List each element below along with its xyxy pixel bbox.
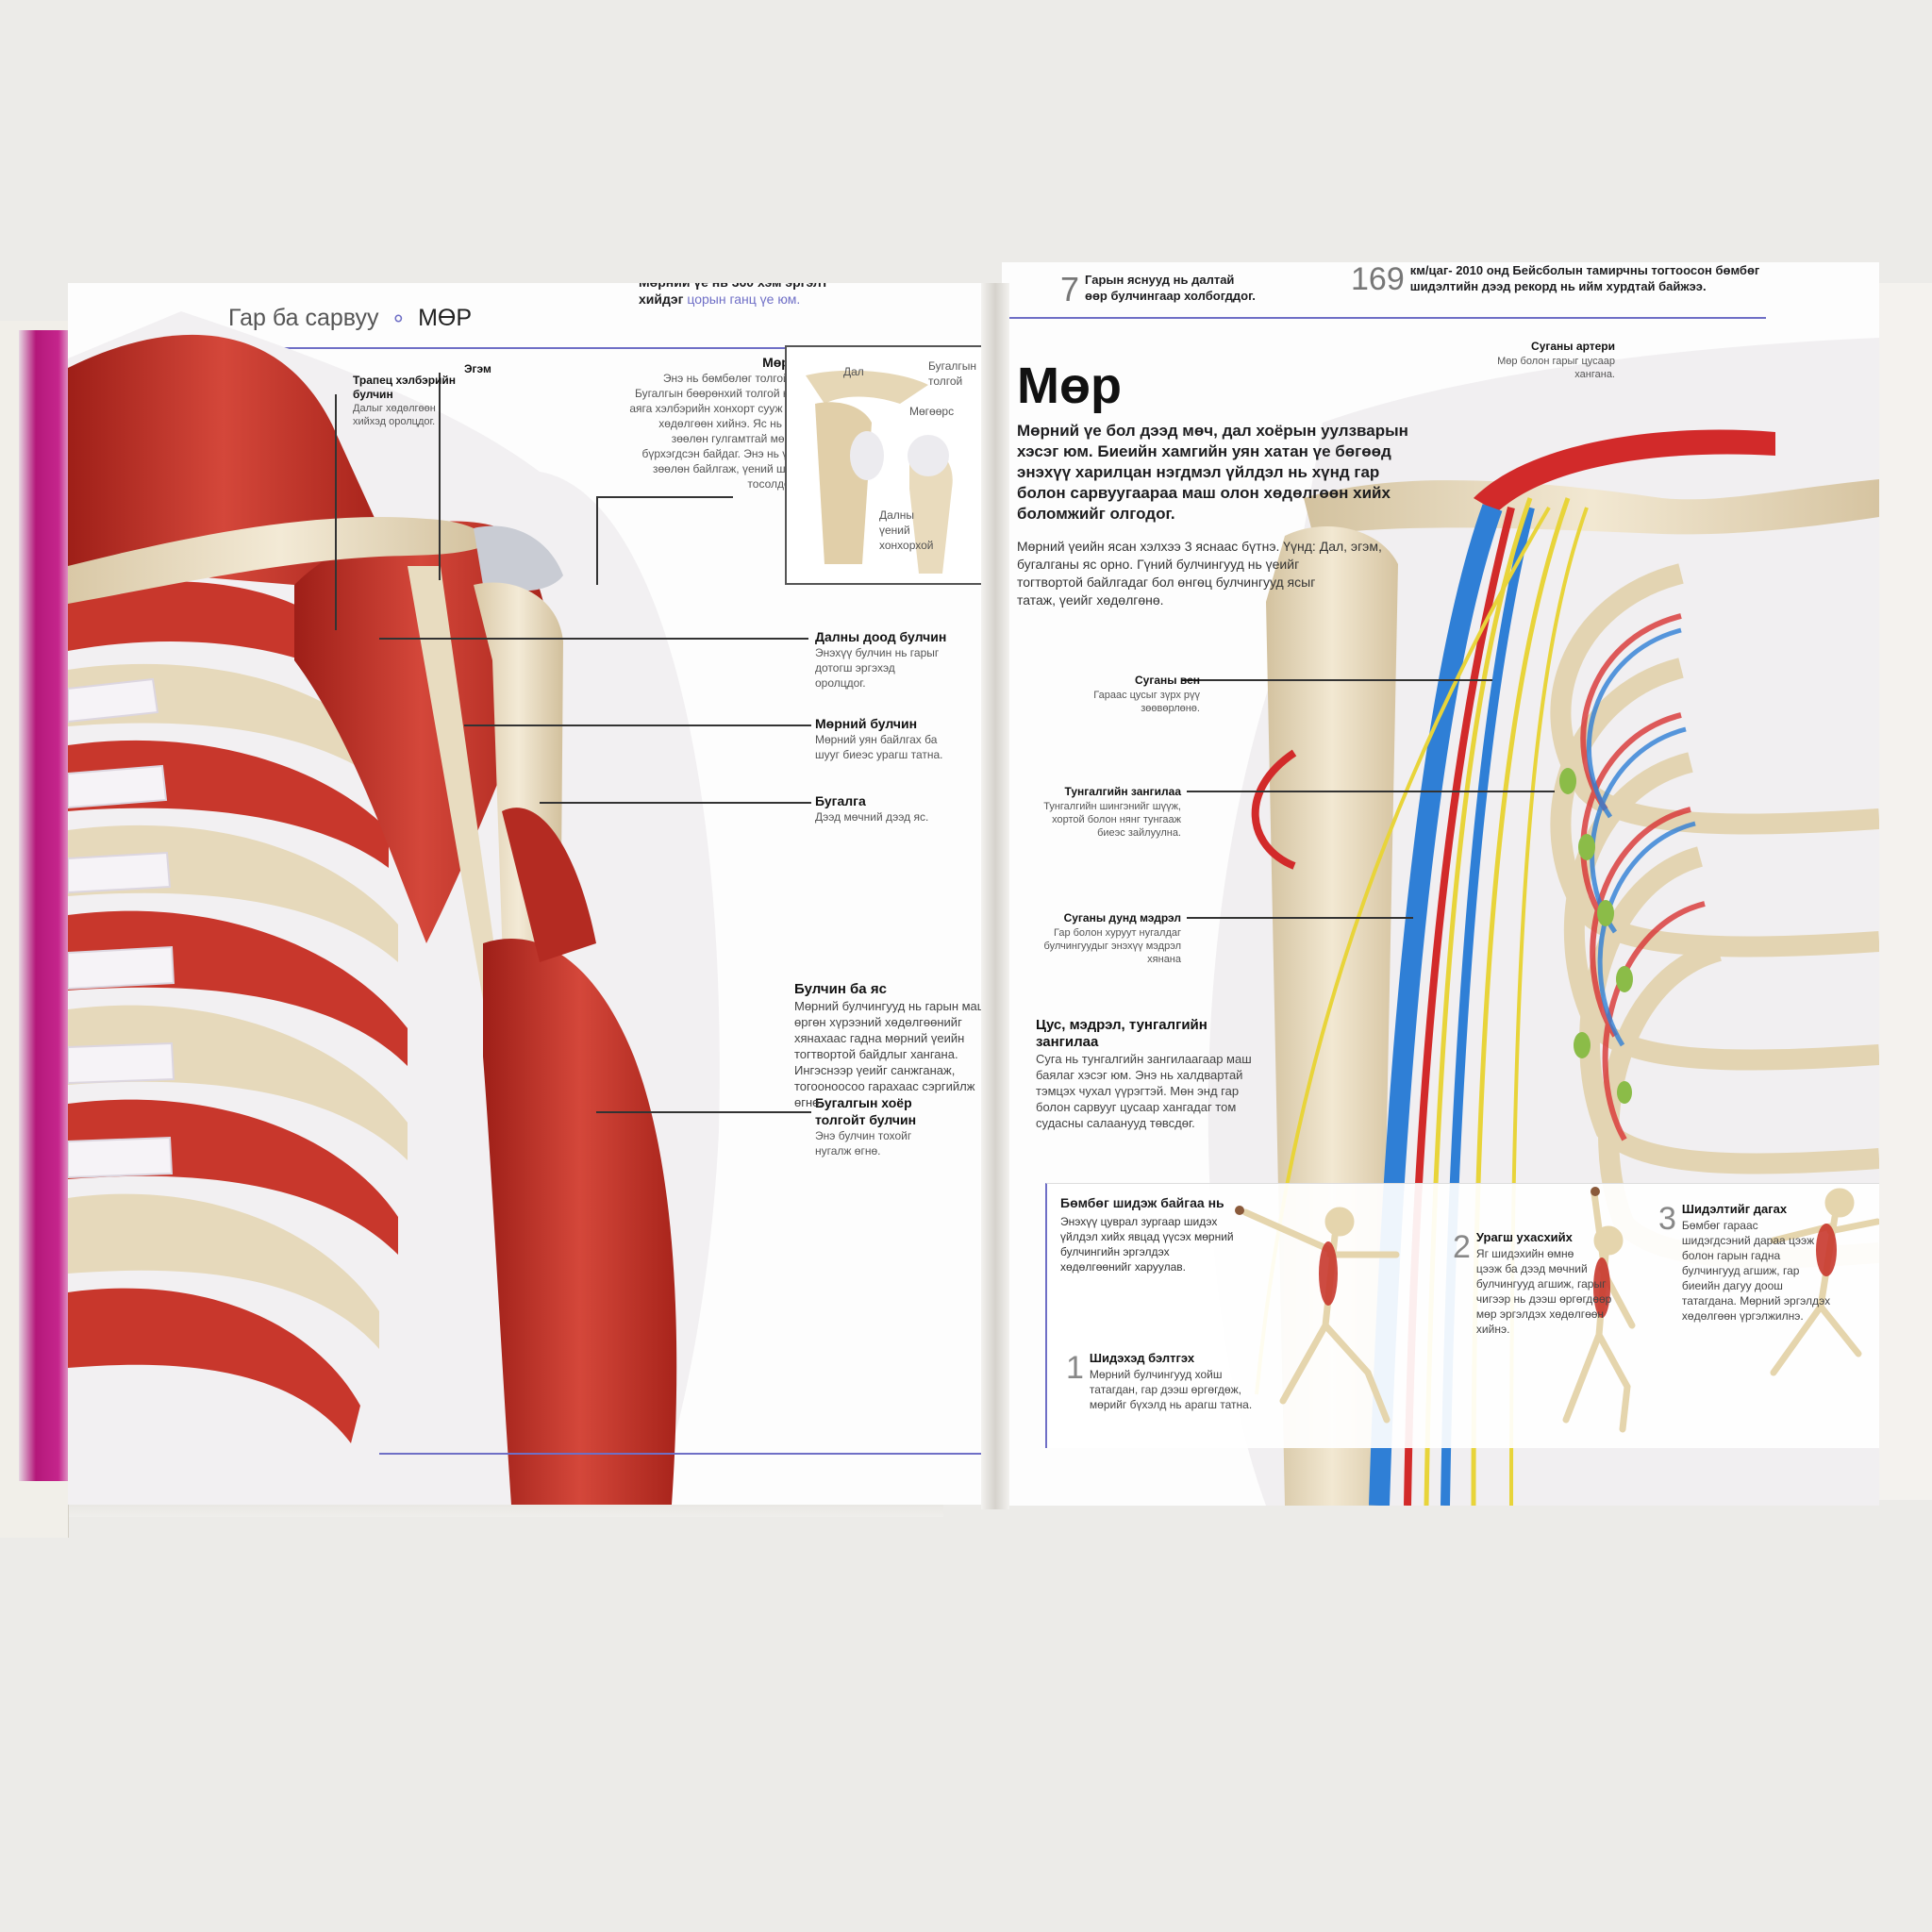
bottom-rule bbox=[379, 1453, 992, 1455]
right-page: 7 Гарын яснууд нь далтай өөр булчингаар … bbox=[1002, 262, 1879, 1506]
throw-sequence-box: Бөмбөг шидэж байгаа нь Энэхүү цуврал зур… bbox=[1045, 1183, 1879, 1448]
throw-intro: Энэхүү цуврал зургаар шидэх үйлдэл хийх … bbox=[1060, 1215, 1234, 1274]
body-text: Мөрний үеийн ясан хэлхээ 3 яснаас бүтнэ.… bbox=[1017, 539, 1382, 608]
label-humerus: Бугалга Дээд мөчний дээд яс. bbox=[815, 793, 929, 824]
breadcrumb: Гар ба сарвуу ∘ МӨР bbox=[228, 304, 472, 332]
inset-illustration bbox=[806, 370, 953, 574]
label-clavicle: Эгэм bbox=[464, 362, 491, 375]
leader-joint-v bbox=[596, 496, 598, 585]
inset-label-cartilage: Мөгөөрс bbox=[909, 405, 955, 418]
fact-1: 7 Гарын яснууд нь далтай өөр булчингаар … bbox=[1060, 270, 1256, 308]
muscles-bones-box: Булчин ба яс Мөрний булчингууд нь гарын … bbox=[794, 981, 992, 1110]
book-edge-right bbox=[1877, 283, 1932, 1500]
label-nerve: Суганы дунд мэдрэл Гар болон хуруут нуга… bbox=[1043, 911, 1181, 965]
label-subscapularis: Далны доод булчин Энэхүү булчин нь гарыг… bbox=[815, 629, 947, 690]
leader-lymph bbox=[1187, 791, 1555, 792]
throw-figures bbox=[1235, 1187, 1879, 1433]
header-rule-right bbox=[1002, 317, 1766, 319]
label-artery: Суганы артери Мөр болон гарыг цусаар хан… bbox=[1497, 340, 1615, 380]
breadcrumb-topic: МӨР bbox=[418, 305, 473, 331]
leader-subscapularis bbox=[379, 638, 808, 640]
blood-nerve-box: Цус, мэдрэл, тунгалгийн зангилаа Суга нь… bbox=[1036, 1017, 1252, 1130]
label-biceps: Бугалгын хоёр толгойт булчин Энэ булчин … bbox=[815, 1095, 917, 1158]
fact-1-number: 7 bbox=[1060, 270, 1080, 308]
breadcrumb-section[interactable]: Гар ба сарвуу bbox=[228, 305, 379, 331]
breadcrumb-separator: ∘ bbox=[391, 305, 407, 331]
shoulder-muscle-illustration bbox=[68, 311, 720, 1505]
inset-label-humerus-head: Бугалгын толгой bbox=[928, 359, 977, 388]
throw-title: Бөмбөг шидэж байгаа нь bbox=[1060, 1195, 1224, 1210]
joint-inset: Дал Бугалгын толгой Мөгөөрс Далны үений … bbox=[785, 345, 987, 585]
label-trapezius: Трапец хэлбэрийн булчин Далыг хөдөлгөөн … bbox=[353, 374, 457, 427]
fact-box: Мөрний үе нь 360 хэм эргэлт хийдэг цорын… bbox=[639, 283, 941, 308]
fact-2-number: 169 bbox=[1351, 262, 1405, 297]
fact-2: 169 км/цаг- 2010 онд Бейсболын тамирчны … bbox=[1351, 262, 1760, 297]
label-lymph: Тунгалгийн зангилаа Тунгалгийн шингэнийг… bbox=[1043, 785, 1181, 839]
fact-line-2: хийдэг цорын ганц үе юм. bbox=[639, 291, 801, 307]
page-stack-magenta bbox=[19, 330, 75, 1481]
leader-deltoid bbox=[464, 724, 811, 726]
intro-text: Мөрний үе бол дээд мөч, дал хоёрын уулзв… bbox=[1017, 422, 1408, 523]
leader-nerve bbox=[1187, 917, 1413, 919]
leader-humerus bbox=[540, 802, 811, 804]
label-deltoid: Мөрний булчин Мөрний уян байлгах ба шууг… bbox=[815, 716, 943, 761]
inset-label-glenoid: Далны үений хонхорхой bbox=[879, 508, 934, 552]
throw-step-1: 1 Шидэхэд бэлтгэх Мөрний булчингууд хойш… bbox=[1066, 1350, 1253, 1411]
leader-joint bbox=[596, 496, 733, 498]
label-vein: Суганы вен Гараас цусыг зүрх рүү зөөвөрл… bbox=[1093, 674, 1200, 714]
inset-label-scapula: Дал bbox=[843, 365, 864, 378]
leader-trapezius bbox=[335, 394, 337, 630]
left-page: Гар ба сарвуу ∘ МӨР Мөрний үе нь 360 хэм… bbox=[68, 283, 992, 1505]
header-rule bbox=[176, 347, 988, 349]
leader-clavicle bbox=[439, 373, 441, 580]
fact-line-1: Мөрний үе нь 360 хэм эргэлт bbox=[639, 283, 941, 291]
leader-biceps bbox=[596, 1111, 811, 1113]
throw-step-3: 3 Шидэлтийг дагах Бөмбөг гараас шидэгдсэ… bbox=[1658, 1201, 1831, 1323]
throw-step-2: 2 Урагш ухасхийх Яг шидэхийн өмнө цээж б… bbox=[1453, 1229, 1612, 1336]
book-spine-shadow bbox=[981, 283, 1009, 1509]
muscles-bones-title: Булчин ба яс bbox=[794, 981, 887, 997]
page-title: Мөр bbox=[1017, 358, 1122, 414]
leader-vein bbox=[1181, 679, 1492, 681]
